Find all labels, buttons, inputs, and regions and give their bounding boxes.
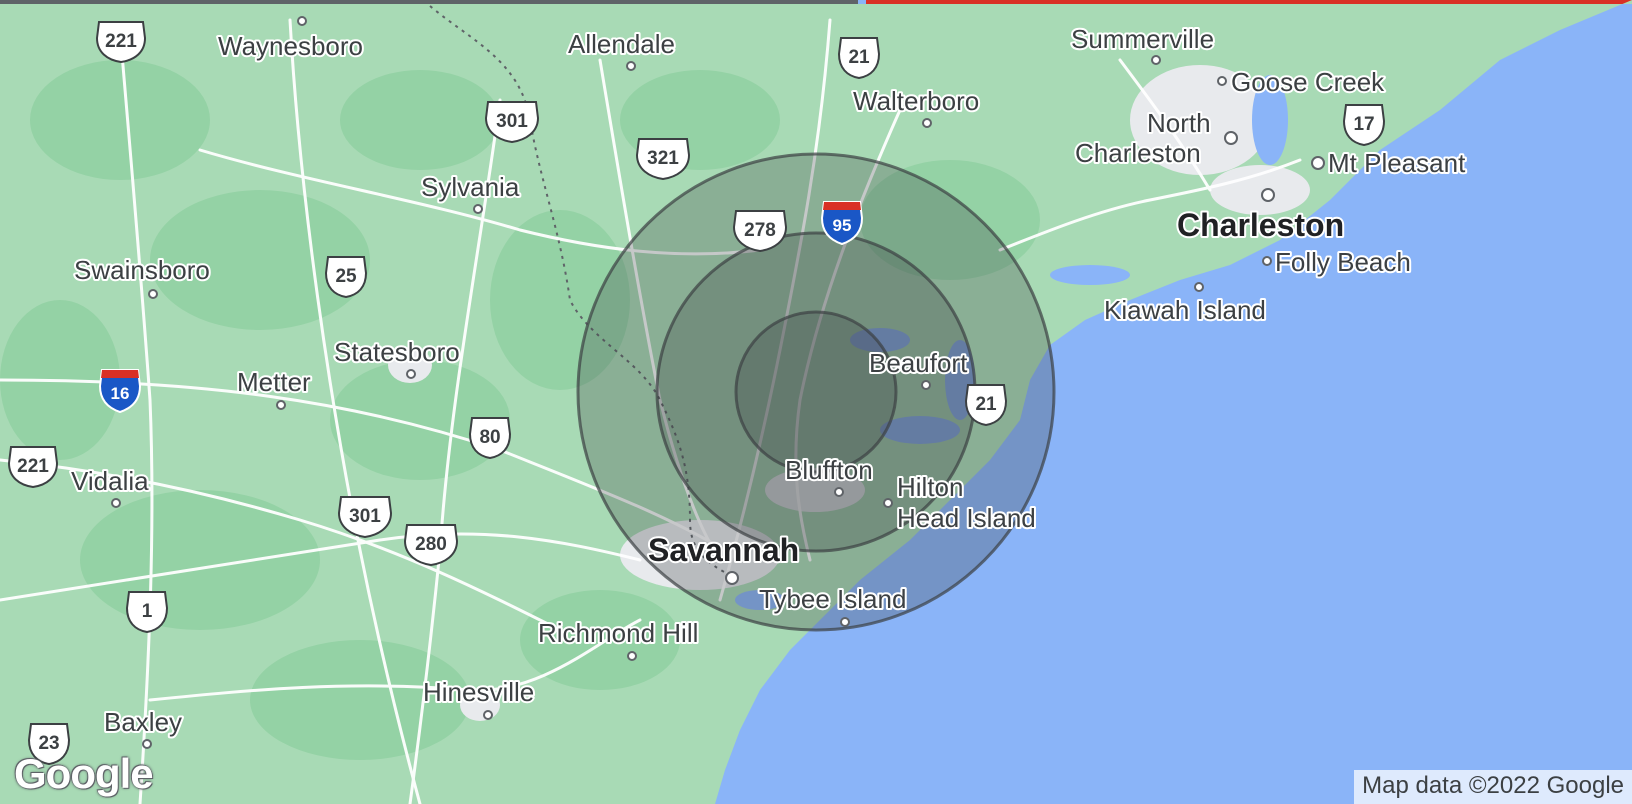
radius-ring-inner[interactable] <box>734 310 898 474</box>
roads <box>0 18 1302 804</box>
svg-text:23: 23 <box>38 733 59 754</box>
top-bar-right <box>866 0 1632 4</box>
city-label-savannah[interactable]: Savannah <box>646 530 801 570</box>
svg-text:25: 25 <box>335 266 357 287</box>
city-label-tybee-island[interactable]: Tybee Island <box>757 582 908 616</box>
svg-text:221: 221 <box>105 31 137 52</box>
us-route-278-shield: 278 <box>732 210 788 253</box>
city-labels: Waynesboro Allendale Walterboro Summervi… <box>69 22 1468 739</box>
city-markers <box>111 16 1325 749</box>
radius-ring-outer[interactable] <box>576 152 1056 632</box>
us-route-25-shield: 25 <box>324 256 368 299</box>
us-route-21-south-shield: 21 <box>964 384 1008 427</box>
svg-text:301: 301 <box>496 111 528 132</box>
city-label-mt-pleasant[interactable]: Mt Pleasant <box>1326 146 1468 180</box>
city-label-hilton-head-line2[interactable]: Head Island <box>895 501 1038 535</box>
us-route-21-north-shield: 21 <box>837 37 881 80</box>
city-label-kiawah-island[interactable]: Kiawah Island <box>1102 293 1268 327</box>
us-route-1-shield: 1 <box>125 591 169 634</box>
city-label-folly-beach[interactable]: Folly Beach <box>1273 245 1413 279</box>
city-label-summerville[interactable]: Summerville <box>1069 22 1216 56</box>
svg-text:301: 301 <box>349 506 381 527</box>
city-label-north-charleston-line2[interactable]: Charleston <box>1073 136 1203 170</box>
route-shields: 221 301 21 321 278 95 17 25 <box>7 21 1386 766</box>
city-label-richmond-hill[interactable]: Richmond Hill <box>536 616 700 650</box>
city-label-charleston[interactable]: Charleston <box>1175 205 1346 245</box>
radius-rings[interactable] <box>576 152 1056 632</box>
us-route-280-shield: 280 <box>403 524 459 567</box>
us-route-321-shield: 321 <box>635 138 691 181</box>
city-label-swainsboro[interactable]: Swainsboro <box>72 253 212 287</box>
us-route-80-shield: 80 <box>468 417 512 460</box>
city-label-statesboro[interactable]: Statesboro <box>332 335 462 369</box>
city-label-bluffton[interactable]: Bluffton <box>783 453 875 487</box>
us-route-17-shield: 17 <box>1342 104 1386 147</box>
city-label-waynesboro[interactable]: Waynesboro <box>216 29 365 63</box>
svg-text:280: 280 <box>415 534 447 555</box>
interstate-16-shield: 16 <box>98 369 142 414</box>
svg-text:95: 95 <box>833 216 852 235</box>
us-route-221-south-shield: 221 <box>7 446 59 489</box>
svg-text:21: 21 <box>975 394 997 415</box>
svg-text:1: 1 <box>142 601 153 622</box>
city-label-hilton-head-line1[interactable]: Hilton <box>895 470 965 504</box>
svg-text:17: 17 <box>1353 114 1374 135</box>
city-label-goose-creek[interactable]: Goose Creek <box>1229 65 1387 99</box>
top-bar-left <box>0 0 858 4</box>
us-route-301-south-shield: 301 <box>337 496 393 539</box>
svg-text:221: 221 <box>17 456 49 477</box>
state-border <box>429 5 731 576</box>
us-route-221-north-shield: 221 <box>95 21 147 64</box>
city-label-sylvania[interactable]: Sylvania <box>419 170 522 204</box>
svg-text:80: 80 <box>479 427 500 448</box>
city-label-metter[interactable]: Metter <box>235 365 313 399</box>
us-route-23-shield: 23 <box>27 723 71 766</box>
city-label-beaufort[interactable]: Beaufort <box>867 346 970 380</box>
city-label-north-charleston-line1[interactable]: North <box>1145 106 1213 140</box>
city-label-vidalia[interactable]: Vidalia <box>69 464 151 498</box>
city-label-allendale[interactable]: Allendale <box>566 27 677 61</box>
interstate-95-shield: 95 <box>820 201 864 246</box>
city-label-walterboro[interactable]: Walterboro <box>851 84 981 118</box>
google-logo: Google <box>14 750 154 797</box>
svg-text:321: 321 <box>647 148 679 169</box>
svg-text:16: 16 <box>111 384 130 403</box>
map-attribution[interactable]: Map data ©2022 Google <box>1354 770 1632 804</box>
svg-text:21: 21 <box>848 47 870 68</box>
vegetation-patches <box>0 60 1040 760</box>
us-route-301-north-shield: 301 <box>484 101 540 144</box>
coastal-inlets <box>735 75 1288 610</box>
city-label-baxley[interactable]: Baxley <box>102 705 184 739</box>
city-label-hinesville[interactable]: Hinesville <box>421 675 536 709</box>
svg-text:278: 278 <box>744 220 776 241</box>
